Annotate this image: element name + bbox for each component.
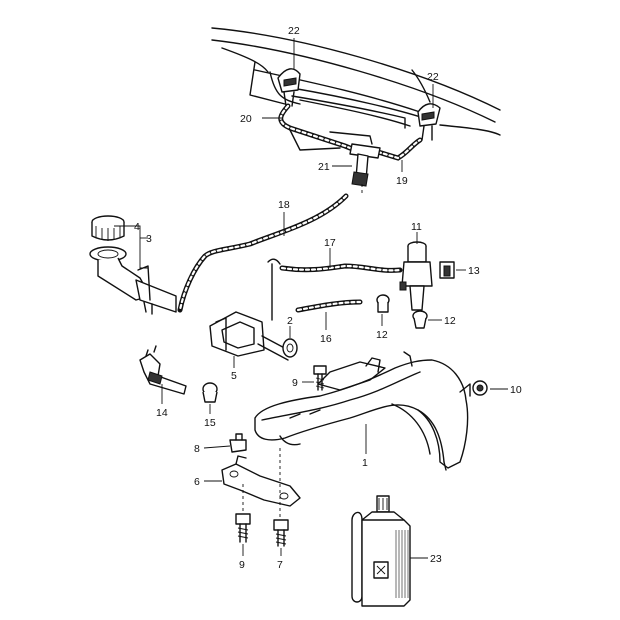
washer-reservoir-1 — [254, 351, 471, 471]
callout-22-left: 22 — [288, 25, 300, 37]
washer-nozzle-right — [417, 103, 441, 141]
callout-5: 5 — [231, 370, 237, 382]
callout-4: 4 — [134, 221, 140, 233]
callout-15: 15 — [204, 417, 216, 429]
fluid-bottle-23 — [351, 495, 411, 607]
callout-6: 6 — [194, 476, 200, 488]
callout-12-lower: 12 — [444, 315, 456, 327]
callout-8: 8 — [194, 443, 200, 455]
callout-12-upper: 12 — [376, 329, 388, 341]
callout-23: 23 — [430, 553, 442, 565]
hose-vertical — [267, 258, 281, 321]
hose-16 — [295, 299, 363, 313]
holder-5 — [209, 311, 293, 361]
callout-labels: 22 22 20 21 19 18 4 3 17 11 13 2 16 12 1… — [134, 25, 522, 571]
bolt-7 — [273, 519, 289, 547]
bracket-6 — [221, 455, 301, 507]
callout-14: 14 — [156, 407, 168, 419]
callout-20: 20 — [240, 113, 252, 125]
filler-neck-3 — [89, 246, 177, 315]
plug-10 — [472, 380, 488, 396]
callout-19: 19 — [396, 175, 408, 187]
hose-17 — [279, 263, 403, 273]
front-hood-outline — [211, 27, 501, 151]
clip-13 — [439, 261, 455, 279]
callout-7: 7 — [277, 559, 283, 571]
callout-17: 17 — [324, 237, 336, 249]
grommet-12-upper — [376, 294, 390, 313]
washer-nozzle-left — [277, 68, 301, 107]
callout-18: 18 — [278, 199, 290, 211]
callout-3: 3 — [146, 233, 152, 245]
callout-2: 2 — [287, 315, 293, 327]
grommet-2 — [282, 338, 298, 358]
washer-pump-11 — [399, 241, 433, 311]
callout-10: 10 — [510, 384, 522, 396]
level-sensor-14 — [139, 345, 187, 395]
leader-lines — [114, 38, 508, 559]
callout-13: 13 — [468, 265, 480, 277]
callout-16: 16 — [320, 333, 332, 345]
grommet-15 — [202, 382, 218, 403]
hose-19 — [375, 137, 423, 161]
clip-8 — [229, 433, 247, 453]
grommet-12-lower — [412, 310, 428, 329]
t-piece-21 — [349, 143, 381, 187]
callout-11: 11 — [411, 221, 422, 233]
hose-18 — [177, 193, 349, 313]
filler-cap-4 — [91, 215, 125, 241]
callout-1: 1 — [362, 457, 368, 469]
callout-22-right: 22 — [427, 71, 439, 83]
bolt-9-lower — [235, 513, 251, 543]
hose-20 — [278, 103, 358, 153]
callout-21: 21 — [318, 161, 330, 173]
callout-9-lower: 9 — [239, 559, 245, 571]
assembly-guides — [242, 184, 363, 520]
callout-9-upper: 9 — [292, 377, 298, 389]
